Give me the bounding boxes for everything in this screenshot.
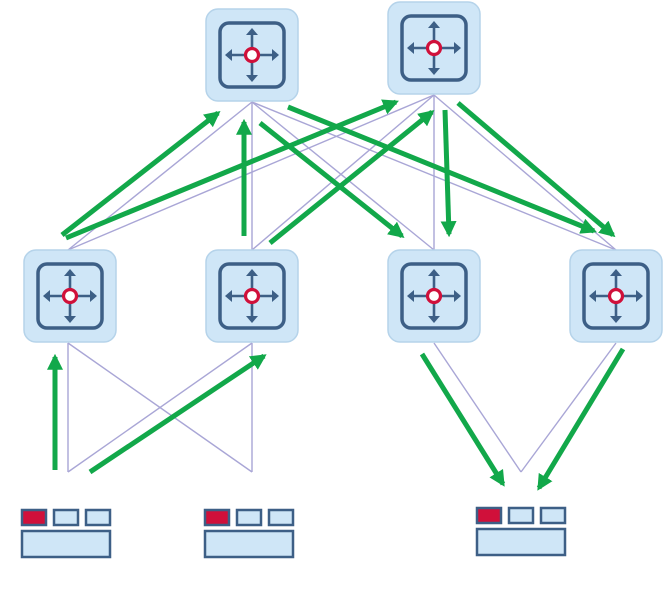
link-spine-2-leaf-1 bbox=[67, 94, 435, 251]
switch-nodes bbox=[23, 1, 663, 343]
server-1[interactable] bbox=[20, 508, 112, 559]
router-switch-icon bbox=[400, 262, 468, 330]
router-switch-icon bbox=[36, 262, 104, 330]
link-spine-2-leaf-2 bbox=[251, 94, 435, 251]
server-3[interactable] bbox=[475, 506, 567, 557]
active-port bbox=[475, 506, 503, 525]
flow-leaf-4-to-server-3 bbox=[536, 347, 626, 491]
port bbox=[539, 506, 567, 525]
port bbox=[52, 508, 80, 527]
server-chassis bbox=[20, 529, 112, 559]
port bbox=[84, 508, 112, 527]
server-icon bbox=[20, 508, 112, 559]
switch-leaf-4[interactable] bbox=[569, 249, 663, 343]
server-nodes bbox=[20, 506, 567, 559]
flow-spine-2-to-leaf-3 bbox=[440, 109, 457, 238]
router-switch-icon bbox=[218, 262, 286, 330]
leaf-host-links bbox=[67, 342, 617, 473]
server-icon bbox=[475, 506, 567, 557]
port bbox=[507, 506, 535, 525]
switch-leaf-1[interactable] bbox=[23, 249, 117, 343]
active-port bbox=[203, 508, 231, 527]
switch-leaf-2[interactable] bbox=[205, 249, 299, 343]
flow-spine-1-to-leaf-4 bbox=[287, 104, 597, 234]
traffic-flows bbox=[46, 99, 626, 491]
flow-leaf-3-to-server-3 bbox=[419, 352, 506, 487]
router-switch-icon bbox=[400, 14, 468, 82]
port bbox=[235, 508, 263, 527]
switch-spine-1[interactable] bbox=[205, 8, 299, 102]
port bbox=[267, 508, 295, 527]
flow-leaf-1-to-spine-2 bbox=[65, 99, 399, 241]
link-leaf-4-server-3 bbox=[520, 342, 617, 473]
server-icon bbox=[203, 508, 295, 559]
active-port bbox=[20, 508, 48, 527]
link-leaf-3-server-3 bbox=[433, 342, 522, 473]
flow-spine-2-to-leaf-4 bbox=[456, 101, 616, 238]
server-chassis bbox=[475, 527, 567, 557]
server-chassis bbox=[203, 529, 295, 559]
switch-spine-2[interactable] bbox=[387, 1, 481, 95]
spine-leaf-links bbox=[67, 94, 617, 251]
server-2[interactable] bbox=[203, 508, 295, 559]
link-leaf-2-server-1 bbox=[67, 342, 253, 473]
flow-leaf-2-to-spine-2 bbox=[268, 109, 435, 245]
flow-spine-1-to-leaf-3 bbox=[258, 121, 405, 238]
switch-leaf-3[interactable] bbox=[387, 249, 481, 343]
router-switch-icon bbox=[218, 21, 286, 89]
flow-server-1-to-leaf-2 bbox=[88, 353, 267, 475]
flow-leaf-1-to-spine-1 bbox=[60, 111, 221, 237]
router-switch-icon bbox=[582, 262, 650, 330]
